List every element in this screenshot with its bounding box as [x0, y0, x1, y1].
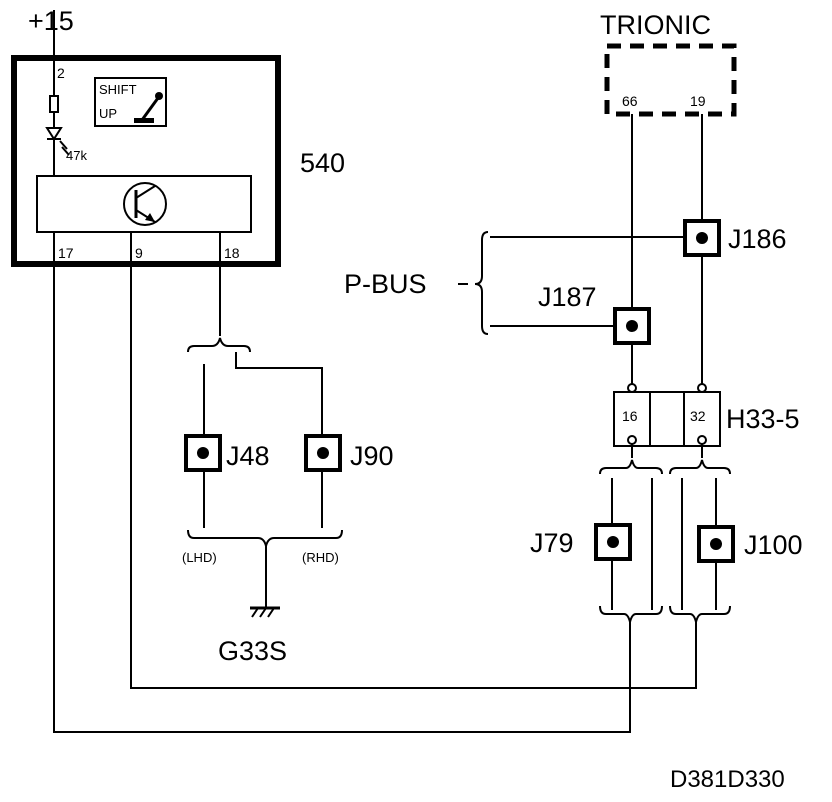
variant-brace-bottom [187, 529, 343, 547]
connector-pin16-top [627, 383, 637, 393]
ground-hatch-2 [259, 607, 267, 618]
splice-j48-label: J48 [226, 441, 270, 471]
ground-hatch-3 [267, 607, 275, 618]
supply-label: +15 [28, 6, 74, 36]
splice-j186-dot [696, 232, 708, 244]
p-bus-brace [474, 231, 489, 335]
splice-j90-label: J90 [350, 441, 394, 471]
resistor-symbol [49, 95, 59, 113]
splice-j100-dot [710, 538, 722, 550]
shift-lever-base [134, 118, 154, 123]
shift-lever-icon [140, 97, 160, 121]
connector-pin32-top [697, 383, 707, 393]
transistor-arrow [145, 213, 155, 222]
j100-brace-top [669, 459, 731, 475]
shift-up-line2: UP [99, 106, 117, 121]
splice-j186-label: J186 [728, 224, 787, 254]
splice-j79-dot [607, 536, 619, 548]
ground-label: G33S [218, 636, 287, 666]
splice-j187-label: J187 [538, 282, 597, 312]
p-bus-label: P-BUS [344, 269, 427, 299]
diagram-code: D381D330 [670, 766, 785, 793]
connector-pin-16: 16 [622, 408, 638, 424]
module-pin-top: 2 [57, 65, 65, 81]
module-pin-18: 18 [224, 245, 240, 261]
connector-pin32-bottom [697, 435, 707, 445]
trionic-pin-66: 66 [622, 93, 638, 109]
splice-j79-label: J79 [530, 528, 574, 558]
connector-pin16-bottom [627, 435, 637, 445]
splice-j100-label: J100 [744, 530, 803, 560]
pin-17-return-wire [53, 264, 631, 733]
module-id: 540 [300, 148, 345, 178]
variant-brace-top [187, 337, 251, 353]
shift-up-line1: SHIFT [99, 82, 137, 97]
connector-label: H33-5 [726, 404, 800, 434]
connector-pin-32: 32 [690, 408, 706, 424]
trionic-pin-19: 19 [690, 93, 706, 109]
j100-brace-bottom [669, 605, 731, 623]
pin-9-return-wire [130, 264, 697, 689]
splice-j48-dot [197, 447, 209, 459]
ground-hatch-1 [251, 607, 259, 618]
splice-j187-dot [626, 320, 638, 332]
led-ray-1 [59, 140, 68, 150]
transistor-collector [135, 185, 156, 199]
module-pin-17: 17 [58, 245, 74, 261]
resistor-value: 47k [66, 148, 87, 163]
led-symbol [45, 127, 63, 141]
trionic-label: TRIONIC [600, 10, 711, 40]
led-ray-2 [61, 146, 70, 156]
variant-rhd-label: (RHD) [302, 550, 339, 565]
j79-brace-top [599, 459, 663, 475]
transistor-icon [123, 182, 167, 226]
module-pin-9: 9 [135, 245, 143, 261]
variant-lhd-label: (LHD) [182, 550, 217, 565]
module-540-box [11, 55, 281, 267]
splice-j90-dot [317, 447, 329, 459]
shift-lever-knob [155, 92, 163, 100]
trionic-box [604, 43, 737, 117]
